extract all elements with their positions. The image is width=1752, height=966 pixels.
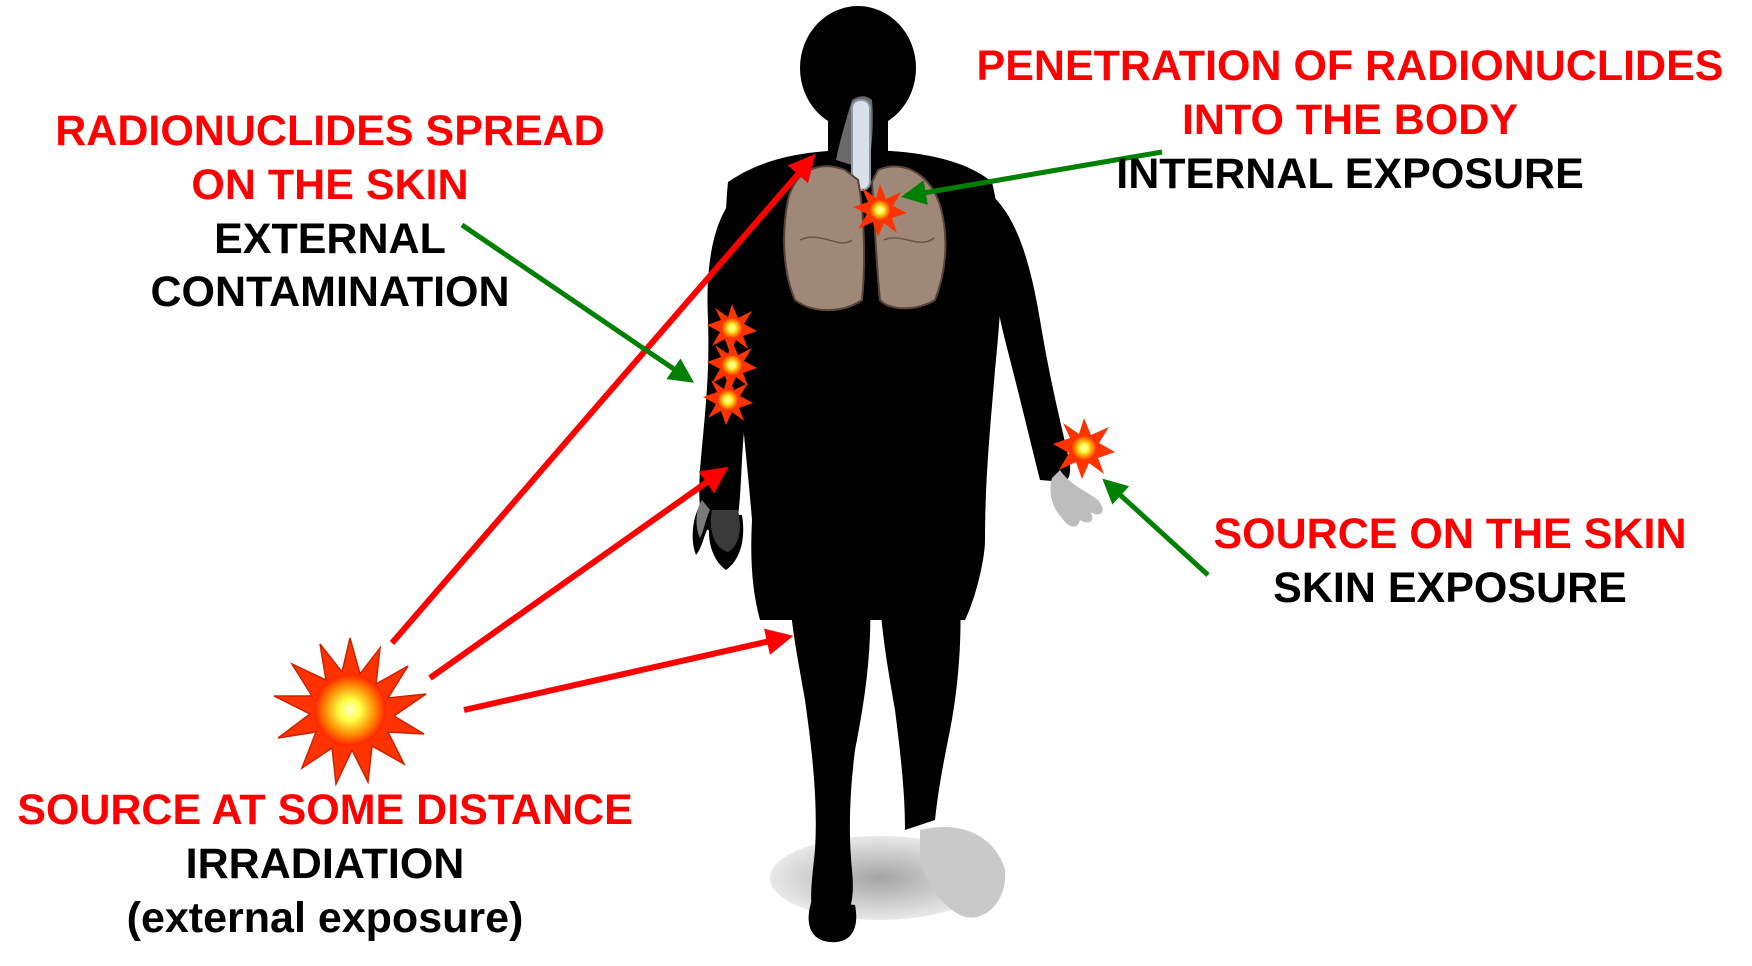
label-internal-title-1: PENETRATION OF RADIONUCLIDES: [960, 40, 1740, 94]
label-internal-title-2: INTO THE BODY: [960, 94, 1740, 148]
label-skin-spread-sub-2: CONTAMINATION: [20, 266, 640, 320]
label-internal: PENETRATION OF RADIONUCLIDES INTO THE BO…: [960, 40, 1740, 201]
label-distance-source-title-1: SOURCE AT SOME DISTANCE: [0, 784, 650, 838]
arrow-to-hand: [430, 470, 724, 678]
label-skin-source: SOURCE ON THE SKIN SKIN EXPOSURE: [1180, 508, 1720, 616]
label-skin-spread-title-1: RADIONUCLIDES SPREAD: [20, 105, 640, 159]
label-skin-spread: RADIONUCLIDES SPREAD ON THE SKIN EXTERNA…: [20, 105, 640, 320]
radiation-source-burst: [274, 638, 426, 784]
floor-shadow: [770, 827, 1005, 920]
label-skin-source-sub-1: SKIN EXPOSURE: [1180, 562, 1720, 616]
label-skin-source-title-1: SOURCE ON THE SKIN: [1180, 508, 1720, 562]
right-hand: [1050, 470, 1102, 527]
label-skin-spread-sub-1: EXTERNAL: [20, 213, 640, 267]
label-internal-sub-1: INTERNAL EXPOSURE: [960, 148, 1740, 202]
arrow-to-leg: [464, 637, 788, 710]
label-distance-source-sub-2: (external exposure): [0, 892, 650, 946]
label-skin-spread-title-2: ON THE SKIN: [20, 159, 640, 213]
label-distance-source-sub-1: IRRADIATION: [0, 838, 650, 892]
label-distance-source: SOURCE AT SOME DISTANCE IRRADIATION (ext…: [0, 784, 650, 945]
